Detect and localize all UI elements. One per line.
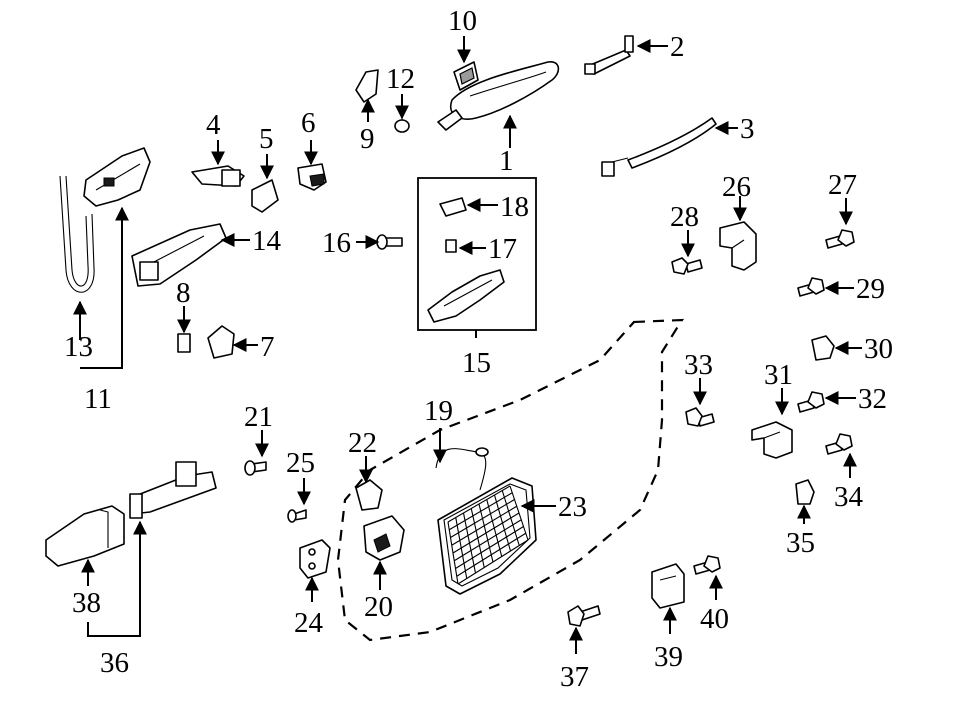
grid-line bbox=[457, 539, 529, 585]
grid-line bbox=[453, 519, 522, 562]
grid-line bbox=[450, 499, 515, 538]
check-bracket bbox=[751, 421, 793, 459]
callout-27: 27 bbox=[828, 169, 857, 201]
callout-3: 3 bbox=[740, 113, 755, 145]
inside-handle-insert bbox=[439, 197, 467, 217]
inside-handle bbox=[427, 269, 505, 323]
callout-34: 34 bbox=[834, 481, 864, 513]
bolt bbox=[671, 257, 703, 275]
callout-23: 23 bbox=[558, 491, 587, 523]
bushing bbox=[795, 479, 815, 505]
cylinder-cap bbox=[251, 179, 279, 213]
hinge-bracket bbox=[719, 221, 757, 271]
callout-16: 16 bbox=[322, 227, 351, 259]
bolt bbox=[825, 433, 853, 455]
callout-29: 29 bbox=[856, 273, 885, 305]
screw bbox=[287, 509, 307, 523]
grid-line bbox=[456, 532, 527, 577]
bushing bbox=[811, 335, 835, 361]
handle-bracket bbox=[131, 223, 227, 287]
callout-19: 19 bbox=[424, 395, 453, 427]
callout-9: 9 bbox=[360, 123, 375, 155]
callout-1: 1 bbox=[499, 145, 514, 177]
callout-33: 33 bbox=[684, 349, 713, 381]
callout-21: 21 bbox=[244, 401, 273, 433]
callout-36: 36 bbox=[100, 647, 129, 679]
bumper bbox=[207, 325, 235, 359]
callout-35: 35 bbox=[786, 527, 815, 559]
callout-26: 26 bbox=[722, 171, 751, 203]
callout-5: 5 bbox=[259, 123, 274, 155]
handle-frame bbox=[83, 147, 151, 207]
callout-10: 10 bbox=[448, 5, 477, 37]
callout-14: 14 bbox=[252, 225, 282, 257]
latch-cable bbox=[435, 447, 489, 491]
callout-15: 15 bbox=[462, 347, 491, 379]
callout-24: 24 bbox=[294, 607, 324, 639]
release-cable bbox=[601, 117, 717, 177]
inside-handle-pin bbox=[445, 239, 457, 253]
door-latch bbox=[363, 515, 405, 561]
bolt bbox=[797, 277, 825, 297]
bolt bbox=[693, 555, 721, 575]
grid-line bbox=[448, 492, 513, 531]
bolt bbox=[797, 391, 825, 413]
callout-7: 7 bbox=[260, 331, 275, 363]
door-check-strap bbox=[129, 461, 217, 519]
callout-8: 8 bbox=[176, 277, 191, 309]
callout-2: 2 bbox=[670, 31, 685, 63]
handle-rod bbox=[584, 35, 634, 75]
grid-line bbox=[447, 485, 511, 523]
bolt bbox=[825, 229, 855, 249]
gasket bbox=[355, 69, 379, 103]
clip bbox=[177, 333, 191, 353]
callout-22: 22 bbox=[348, 427, 377, 459]
bumper bbox=[355, 479, 383, 511]
check-cover bbox=[45, 505, 125, 567]
callout-4: 4 bbox=[206, 109, 221, 141]
watershield-panel bbox=[437, 477, 537, 595]
outside-door-handle bbox=[437, 61, 560, 131]
screw bbox=[244, 460, 267, 476]
actuating-rods bbox=[59, 175, 95, 293]
callout-6: 6 bbox=[301, 107, 316, 139]
callout-12: 12 bbox=[386, 63, 415, 95]
callout-30: 30 bbox=[864, 333, 893, 365]
callout-31: 31 bbox=[764, 359, 793, 391]
callout-28: 28 bbox=[670, 201, 699, 233]
door-outline bbox=[336, 318, 685, 642]
grid-line bbox=[451, 505, 518, 546]
callout-11: 11 bbox=[84, 383, 112, 415]
callout-32: 32 bbox=[858, 383, 887, 415]
bolt bbox=[567, 605, 601, 627]
striker-bracket bbox=[299, 539, 331, 579]
callout-17: 17 bbox=[488, 233, 517, 265]
callout-40: 40 bbox=[700, 603, 729, 635]
callout-39: 39 bbox=[654, 641, 683, 673]
callout-13: 13 bbox=[64, 331, 93, 363]
pad bbox=[651, 563, 685, 609]
callout-37: 37 bbox=[560, 661, 589, 693]
bolt bbox=[685, 407, 715, 427]
callout-18: 18 bbox=[500, 191, 529, 223]
callout-38: 38 bbox=[72, 587, 101, 619]
handle-cover bbox=[297, 163, 327, 191]
grid-line bbox=[455, 526, 524, 569]
callout-20: 20 bbox=[364, 591, 393, 623]
grid-line bbox=[452, 512, 520, 554]
screw bbox=[376, 234, 403, 250]
handle-gasket bbox=[453, 61, 479, 91]
callout-25: 25 bbox=[286, 447, 315, 479]
lock-cylinder bbox=[191, 165, 245, 187]
